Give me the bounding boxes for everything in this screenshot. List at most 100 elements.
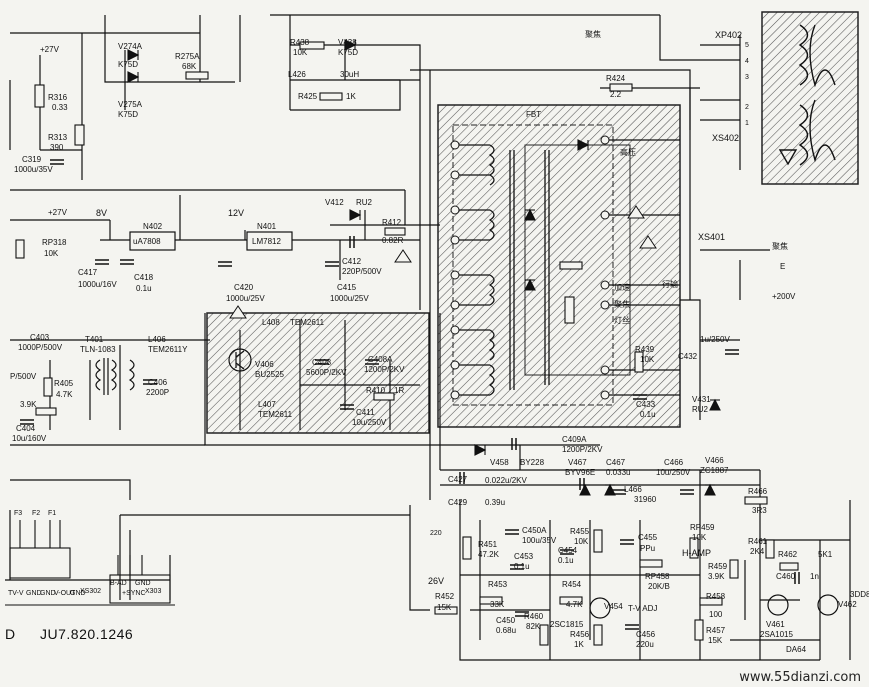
label-heater: 灯丝 xyxy=(614,316,630,325)
label-p500v: P/500V xyxy=(10,372,37,381)
c454-value: 0.1u xyxy=(558,556,574,565)
r438-ref: R438 xyxy=(290,38,310,47)
r455-ref: R455 xyxy=(570,527,590,536)
r457-ref: R457 xyxy=(706,626,726,635)
n402-ref: N402 xyxy=(143,222,163,231)
c433-value: 0.1u xyxy=(640,410,656,419)
connector-xs302: XS302 xyxy=(80,588,102,595)
n401-ref: N401 xyxy=(257,222,277,231)
v454-ref: V454 xyxy=(604,602,623,611)
c319-ref: C319 xyxy=(22,155,42,164)
fbt-pins xyxy=(450,135,610,400)
rp318-value: 10K xyxy=(44,249,59,258)
bottom-left-connectors xyxy=(5,520,175,606)
rp458-value: 20K/B xyxy=(648,582,670,591)
r439-value: 10K xyxy=(640,355,655,364)
r457-value: 15K xyxy=(708,636,723,645)
c411-ref: C411 xyxy=(356,408,375,417)
r454-ref: R454 xyxy=(562,580,582,589)
yoke-pin-1: 1 xyxy=(745,120,749,127)
c417-value: 1000u/16V xyxy=(78,280,117,289)
l426-value: 30uH xyxy=(340,70,360,79)
yoke-pin-3: 3 xyxy=(745,74,749,81)
rp459-value: 10K xyxy=(692,533,707,542)
r452-ref: R452 xyxy=(435,592,455,601)
v452-value: 2SC1815 xyxy=(550,620,584,629)
v431-ref: V431 xyxy=(692,395,711,404)
v462-value: 3DD880 xyxy=(850,590,869,599)
c408a-value: 1200P/2KV xyxy=(364,365,405,374)
r452-value: 15K xyxy=(437,603,452,612)
resistors xyxy=(15,41,799,646)
v274a-value: K75D xyxy=(118,60,139,69)
r462-ref: R462 xyxy=(778,550,798,559)
r412-ref: R412 xyxy=(382,218,402,227)
t401-ref: T401 xyxy=(85,335,104,344)
rp458-ref: RP458 xyxy=(645,572,670,581)
r460-value: 82K xyxy=(526,622,541,631)
c454-ref: C454 xyxy=(558,546,578,555)
c420-value: 1000u/25V xyxy=(226,294,265,303)
c408-ref: C408 xyxy=(312,358,332,367)
fbt-core-outline xyxy=(452,124,614,406)
rail-27v-mid: +27V xyxy=(48,208,67,217)
r461-ref: R461 xyxy=(748,537,768,546)
v458-value: BY228 xyxy=(520,458,545,467)
l426-ref: L426 xyxy=(288,70,306,79)
c460-ref: C460 xyxy=(776,572,796,581)
rail-8v: 8V xyxy=(96,208,108,218)
l466-value: 31960 xyxy=(634,495,657,504)
n402-regulator xyxy=(129,231,176,251)
c453-value: 0.1u xyxy=(514,562,530,571)
yoke-pin-2: 2 xyxy=(745,104,749,111)
r455-value: 10K xyxy=(574,537,589,546)
r451-value: 47.2K xyxy=(478,550,499,559)
c456-value: 220u xyxy=(636,640,654,649)
yoke-coils xyxy=(778,24,836,166)
rp459-ref: RP459 xyxy=(690,523,715,532)
board-part-number: JU7.820.1246 xyxy=(40,626,134,642)
v406-ref: V406 xyxy=(255,360,274,369)
c409a-ref: C409A xyxy=(562,435,587,444)
r313-ref: R313 xyxy=(48,133,68,142)
connector-x303: X303 xyxy=(145,588,162,595)
x303-pin-1: B-AD xyxy=(110,580,127,587)
label-h-amp: H-AMP xyxy=(682,548,711,558)
c432-value: 1u/250V xyxy=(700,335,730,344)
v431-value: RU2 xyxy=(692,405,709,414)
label-focus: 聚焦 xyxy=(614,300,630,309)
v438-value: K75D xyxy=(338,48,359,57)
label-tv-adj: T-V ADJ xyxy=(628,604,658,613)
board-prefix: D xyxy=(5,626,16,642)
r456-value: 1K xyxy=(574,640,584,649)
label-fbt-highvolt: 高压 xyxy=(620,148,636,157)
c466-ref: C466 xyxy=(664,458,684,467)
r405-ref: R405 xyxy=(54,379,74,388)
c408a-ref: C408A xyxy=(368,355,393,364)
pin-f3: F3 xyxy=(14,510,23,517)
c455-ref: C455 xyxy=(638,533,658,542)
fbt-windings xyxy=(488,144,550,396)
r460-ref: R460 xyxy=(524,612,544,621)
c460-value: 1n xyxy=(810,572,819,581)
c404-value: 10u/160V xyxy=(12,434,47,443)
label-xs401-pin1: 聚焦 xyxy=(772,242,788,251)
v275a-ref: V275A xyxy=(118,100,143,109)
c429-ref: C429 xyxy=(448,498,468,507)
label-200v: +200V xyxy=(772,292,796,301)
r405-value: 4.7K xyxy=(56,390,73,399)
xs302-pin-4: V-OUT xyxy=(54,590,76,597)
l466-ref: L466 xyxy=(624,485,642,494)
l406-ref: L406 xyxy=(148,335,166,344)
diodes xyxy=(127,39,721,496)
r466-value: 3R3 xyxy=(752,506,767,515)
c403-value: 1000P/500V xyxy=(18,343,63,352)
c406-value: 2200P xyxy=(146,388,170,397)
c427-value: 0.022u/2KV xyxy=(485,476,527,485)
xs302-pin-3: GND xyxy=(40,590,56,597)
r275a-value: 68K xyxy=(182,62,197,71)
pin-f2: F2 xyxy=(32,510,41,517)
v412-value: RU2 xyxy=(356,198,373,207)
bottom-transistors xyxy=(589,594,839,619)
